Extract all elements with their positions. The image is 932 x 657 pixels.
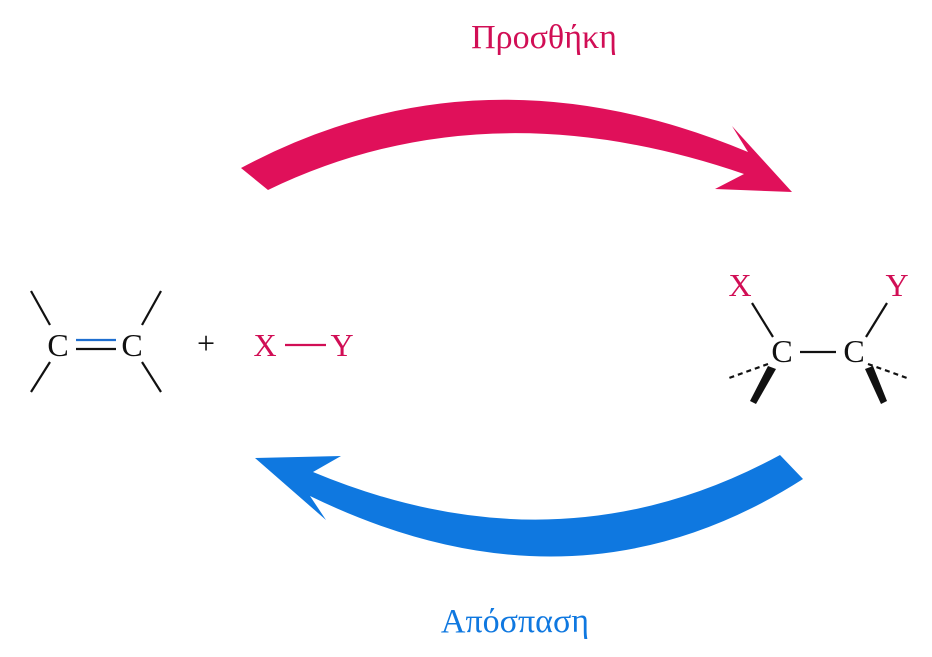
product-bond-y bbox=[865, 302, 888, 338]
product-atom-x: X bbox=[728, 267, 751, 303]
product-dashed-bond-left bbox=[728, 362, 769, 380]
alkene-bond-upper-right bbox=[141, 290, 162, 326]
product-wedge-bond-left bbox=[750, 366, 776, 404]
alkene-bond-lower-left bbox=[30, 361, 51, 393]
alkene-carbon-left: C bbox=[47, 327, 68, 363]
product-carbon-left: C bbox=[771, 333, 792, 369]
reagent-atom-x: X bbox=[253, 327, 276, 363]
alkene-bond-lower-right bbox=[141, 361, 162, 393]
alkene-bond-upper-left bbox=[30, 290, 51, 326]
addition-arrow bbox=[241, 99, 792, 192]
product-atom-y: Y bbox=[885, 267, 908, 303]
elimination-arrow-body bbox=[255, 455, 803, 557]
addition-arrow-body bbox=[241, 99, 792, 192]
addition-label: Προσθήκη bbox=[471, 19, 617, 56]
product-structure: X Y C C bbox=[728, 267, 909, 404]
product-bond-x bbox=[751, 302, 774, 338]
product-wedge-bond-right bbox=[865, 366, 887, 404]
elimination-label: Απόσπαση bbox=[441, 603, 589, 640]
reagent-xy: X Y bbox=[253, 327, 353, 363]
plus-sign: + bbox=[197, 325, 215, 361]
product-carbon-right: C bbox=[843, 333, 864, 369]
alkene-carbon-right: C bbox=[121, 327, 142, 363]
alkene-structure: C C bbox=[30, 290, 162, 393]
reagent-atom-y: Y bbox=[330, 327, 353, 363]
elimination-arrow bbox=[255, 455, 803, 557]
product-dashed-bond-right bbox=[867, 362, 908, 380]
